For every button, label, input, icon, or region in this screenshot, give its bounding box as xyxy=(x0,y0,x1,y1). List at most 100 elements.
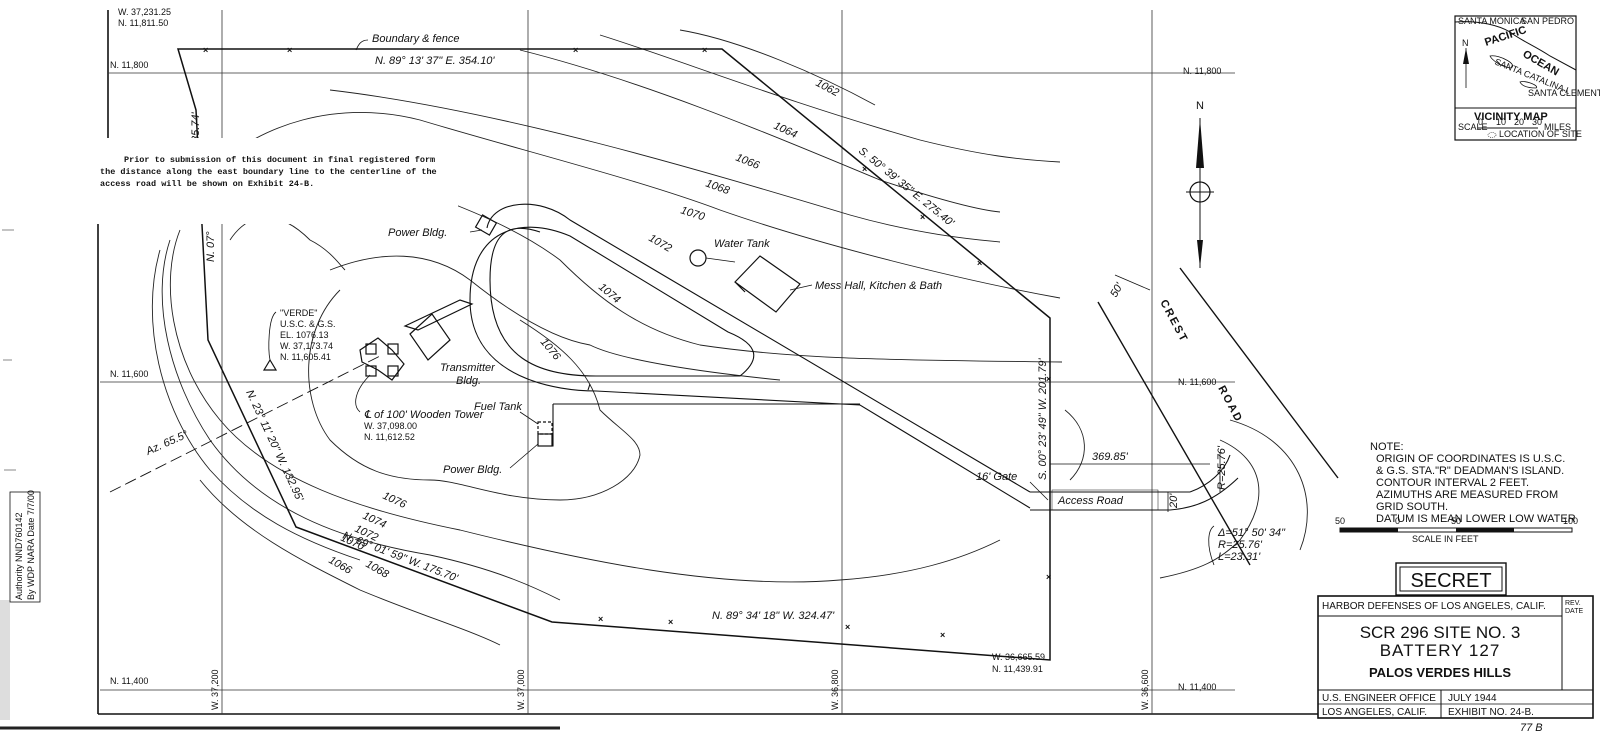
vicinity-map: N SANTA MONICA SAN PEDRO PACIFIC OCEAN S… xyxy=(1454,15,1600,141)
bearing-northwest-dist: 85.74' xyxy=(190,111,202,142)
boundary-fence-label: Boundary & fence xyxy=(372,33,459,45)
curve-delta: Δ=51° 50' 34" xyxy=(1217,527,1286,539)
transmitter-label-2: Bldg. xyxy=(456,375,481,387)
mess-hall xyxy=(734,255,801,313)
mess-hall-label: Mess Hall, Kitchen & Bath xyxy=(815,280,942,292)
tower-line: N. 11,612.52 xyxy=(364,432,415,442)
north-letter: N xyxy=(1196,100,1204,112)
station-name: "VERDE" xyxy=(280,308,317,318)
tb-org: HARBOR DEFENSES OF LOS ANGELES, CALIF. xyxy=(1322,601,1546,612)
scale-tick: 50 xyxy=(1451,516,1461,526)
northing-label: N. 11,400 xyxy=(110,676,148,686)
bearing-south: N. 89° 34' 18" W. 324.47' xyxy=(712,610,835,622)
northing-label: N. 11,800 xyxy=(1183,66,1221,76)
vicinity-scale-num: 30 xyxy=(1532,117,1542,127)
note-line: ORIGIN OF COORDINATES IS U.S.C. xyxy=(1376,453,1565,465)
transmitter-link xyxy=(403,299,474,331)
crest-road-name-2: ROAD xyxy=(1215,384,1245,425)
bearing-northwest: N. 07° xyxy=(205,231,217,262)
crest-road-width: 50' xyxy=(1108,280,1126,299)
stamp-line: By WDP NARA Date 7/7/00 xyxy=(26,490,36,600)
svg-text:×: × xyxy=(668,617,673,627)
note-line: CONTOUR INTERVAL 2 FEET. xyxy=(1376,477,1529,489)
tb-office: U.S. ENGINEER OFFICE xyxy=(1322,693,1436,704)
contour-label: 1066 xyxy=(327,554,355,577)
fuel-tank-label: Fuel Tank xyxy=(474,401,522,413)
azimuth-line xyxy=(109,355,381,493)
bearing-northeast: S. 50° 39' 35" E. 275.40' xyxy=(856,145,957,230)
contour-label: 1064 xyxy=(772,120,799,141)
svg-text:×: × xyxy=(1046,572,1051,582)
station-line: W. 37,173.74 xyxy=(280,341,333,351)
power-bldg-south xyxy=(537,433,553,447)
svg-text:×: × xyxy=(203,45,208,55)
tower-line: W. 37,098.00 xyxy=(364,421,417,431)
curve-data: Δ=51° 50' 34" R=25.76' L=23.31' xyxy=(1208,525,1286,566)
power-bldg-label-north: Power Bldg. xyxy=(388,227,447,239)
contour-label: 1070 xyxy=(679,204,707,223)
svg-text:×: × xyxy=(977,258,982,268)
station-line: U.S.C. & G.S. xyxy=(280,319,336,329)
classification-box: SECRET xyxy=(1395,562,1507,596)
contour-label: 1076 xyxy=(381,490,409,512)
fuel-tank xyxy=(537,421,553,435)
memo-line: Prior to submission of this document in … xyxy=(124,155,435,165)
note-block: NOTE: ORIGIN OF COORDINATES IS U.S.C. & … xyxy=(1370,441,1576,525)
westing-label: W. 36,800 xyxy=(830,669,840,710)
handwritten-note: 77 B xyxy=(1520,722,1543,734)
northing-label: N. 11,600 xyxy=(1178,377,1216,387)
power-bldg-north xyxy=(474,214,498,236)
bearing-southwest: N. 69° 01' 59" W. 175.70' xyxy=(341,530,460,585)
vicinity-scale-num: 0 xyxy=(1478,117,1483,127)
bearing-north: N. 89° 13' 37" E. 354.10' xyxy=(375,55,495,67)
vicinity-n: N xyxy=(1462,38,1469,48)
tb-city: LOS ANGELES, CALIF. xyxy=(1322,707,1427,718)
crest-road xyxy=(1097,267,1339,566)
tb-rev: REV. xyxy=(1565,600,1581,607)
vicinity-scale-num: 10 xyxy=(1496,117,1506,127)
coord-nw-n: N. 11,811.50 xyxy=(118,18,168,28)
declassification-stamp: Authority NND760142 By WDP NARA Date 7/7… xyxy=(9,490,41,603)
transmitter-label-1: Transmitter xyxy=(440,362,496,374)
memo-line: the distance along the east boundary lin… xyxy=(100,167,437,177)
scale-tick: 50 xyxy=(1335,516,1345,526)
water-tank-label: Water Tank xyxy=(714,238,770,250)
memo-note: Prior to submission of this document in … xyxy=(96,138,458,224)
svg-text:×: × xyxy=(920,212,925,222)
bearing-west: N. 23° 11' 20" W. 132.95' xyxy=(243,388,306,504)
bearing-east: S. 00° 23' 49" W. 201.79' xyxy=(1037,358,1049,480)
verde-station-info: "VERDE" U.S.C. & G.S. EL. 1076.13 W. 37,… xyxy=(268,308,336,362)
vicinity-scale-num: 20 xyxy=(1514,117,1524,127)
tb-month: JULY 1944 xyxy=(1448,693,1497,704)
radius-label: R=25.76' xyxy=(1216,445,1228,490)
note-line: DATUM IS MEAN LOWER LOW WATER xyxy=(1376,513,1576,525)
memo-line: access road will be shown on Exhibit 24-… xyxy=(100,179,314,189)
structures xyxy=(262,214,801,447)
note-title: NOTE: xyxy=(1370,441,1404,453)
westing-label: W. 36,600 xyxy=(1140,669,1150,710)
westing-label: W. 37,000 xyxy=(516,669,526,710)
access-road-dims xyxy=(1049,452,1221,512)
tb-line2: BATTERY 127 xyxy=(1380,641,1501,660)
access-road-label: Access Road xyxy=(1057,495,1124,507)
transmitter-bldg xyxy=(409,313,451,361)
vicinity-place: SAN PEDRO xyxy=(1521,16,1574,26)
grid-lines xyxy=(100,10,1235,714)
scale-label: SCALE IN FEET xyxy=(1412,534,1479,544)
power-bldg-label-south: Power Bldg. xyxy=(443,464,502,476)
contour-label: 1062 xyxy=(814,77,841,99)
tower-line: ℄ of 100' Wooden Tower xyxy=(364,409,485,421)
contour-label: 1068 xyxy=(704,178,732,198)
coord-se-n: N. 11,439.91 xyxy=(992,664,1043,674)
structure-labels: Power Bldg. Water Tank Mess Hall, Kitche… xyxy=(388,227,942,476)
svg-text:×: × xyxy=(287,45,292,55)
title-block-text: HARBOR DEFENSES OF LOS ANGELES, CALIF. R… xyxy=(1322,600,1583,718)
curve-radius: R=25.76' xyxy=(1218,539,1263,551)
northing-label: N. 11,400 xyxy=(1178,682,1216,692)
contour-label: 1066 xyxy=(734,152,762,173)
dist-label: 369.85' xyxy=(1092,451,1129,463)
svg-text:×: × xyxy=(702,45,707,55)
station-line: N. 11,605.41 xyxy=(280,352,331,362)
access-width-label: 20' xyxy=(1168,493,1180,509)
vicinity-scale-unit: MILES xyxy=(1544,122,1571,132)
